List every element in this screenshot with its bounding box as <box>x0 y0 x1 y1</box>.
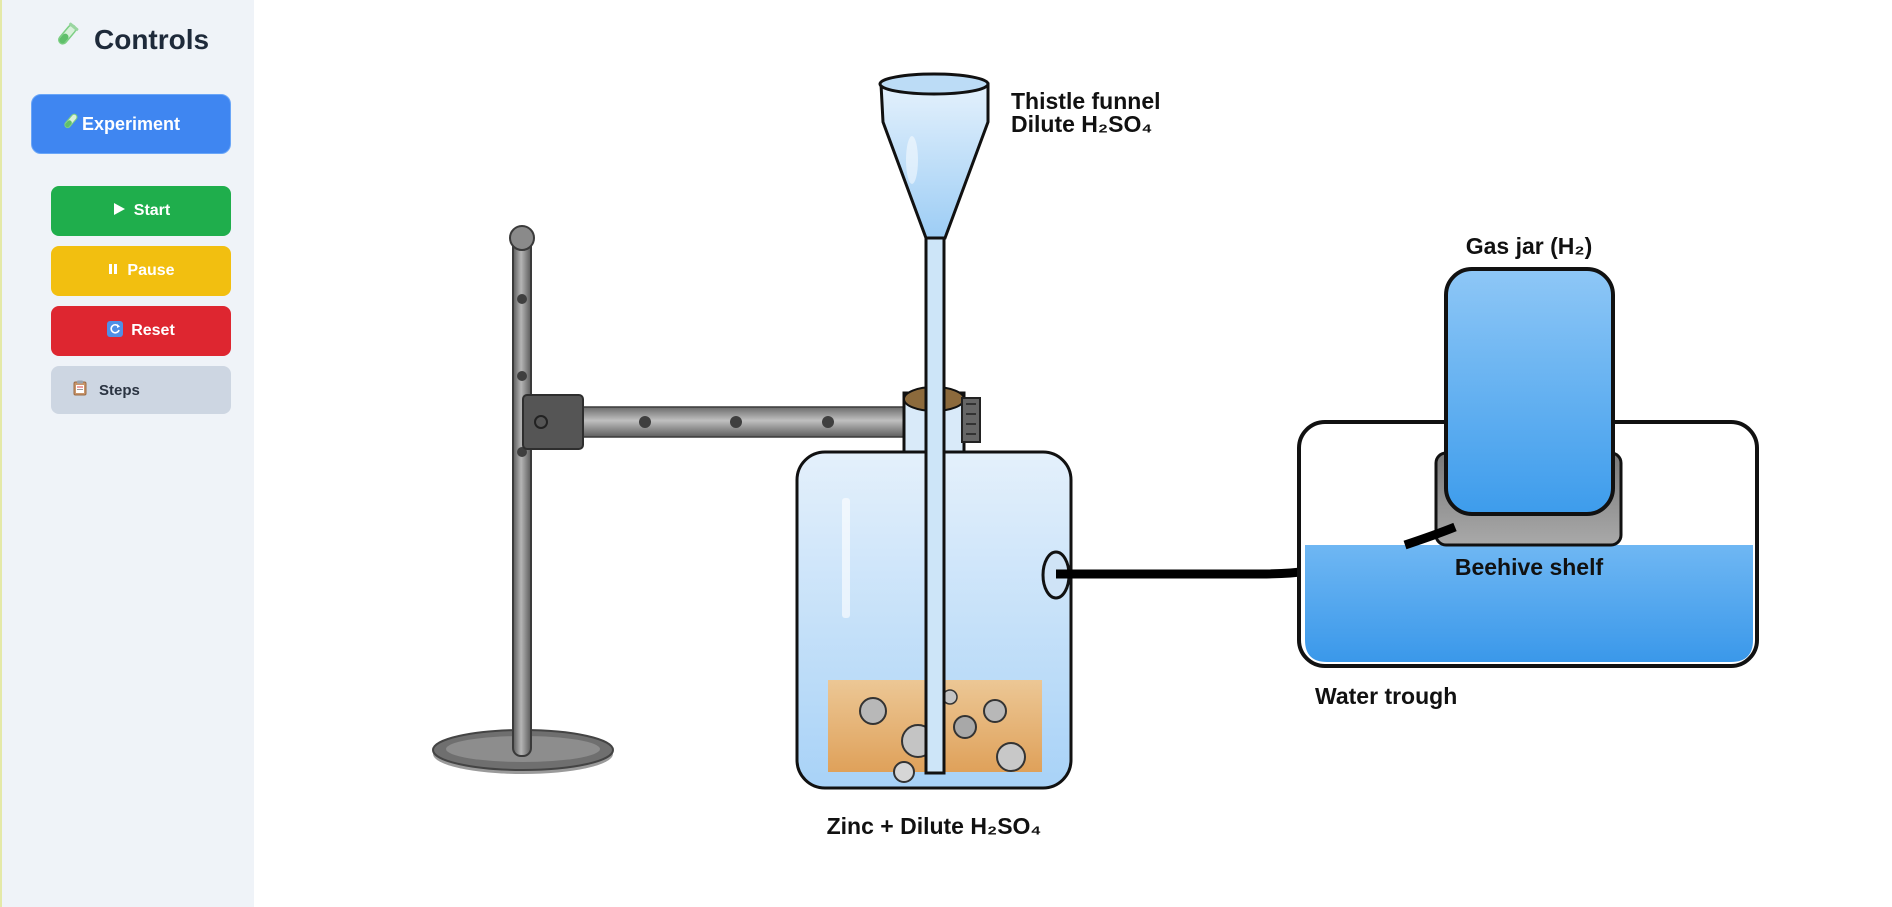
funnel-label: Thistle funnel <box>1011 88 1161 114</box>
refresh-icon <box>107 320 124 342</box>
thistle-funnel <box>878 72 990 775</box>
pause-button-label: Pause <box>127 262 175 279</box>
funnel-cone <box>879 82 990 240</box>
trough-water <box>1305 545 1753 662</box>
water-trough-label: Water trough <box>1315 683 1457 709</box>
test-tube-icon <box>60 112 80 137</box>
flask-label: Zinc + Dilute H₂SO₄ <box>827 813 1042 839</box>
start-button-label: Start <box>133 202 171 219</box>
zinc-granule <box>996 742 1026 772</box>
gas-jar-label: Gas jar (H₂) <box>1466 233 1593 259</box>
sidebar-header: Controls <box>52 22 209 57</box>
gas-jar <box>1444 267 1615 516</box>
boss-head <box>522 394 584 450</box>
zinc-granule <box>893 761 915 783</box>
retort-stand <box>432 225 911 774</box>
pause-button[interactable]: Pause <box>51 246 231 296</box>
beehive-shelf-label: Beehive shelf <box>1455 554 1604 580</box>
experiment-button[interactable]: Experiment <box>31 94 231 154</box>
start-button[interactable]: Start <box>51 186 231 236</box>
funnel-stem <box>924 236 946 775</box>
experiment-button-label: Experiment <box>81 113 181 134</box>
pause-icon <box>107 262 119 281</box>
clamp-arm <box>579 406 911 438</box>
clipboard-icon <box>73 380 87 400</box>
controls-sidebar: Controls Experiment Start Pause Reset St… <box>0 0 254 907</box>
zinc-granule <box>953 715 977 739</box>
sidebar-title: Controls <box>94 23 210 55</box>
play-icon <box>112 202 126 221</box>
test-tube-icon <box>52 22 80 57</box>
steps-button-label: Steps <box>99 381 140 399</box>
zinc-granule <box>859 697 887 725</box>
reset-button[interactable]: Reset <box>51 306 231 356</box>
stand-rod <box>512 235 532 757</box>
reset-button-label: Reset <box>131 322 175 339</box>
acid-label: Dilute H₂SO₄ <box>1011 111 1152 137</box>
steps-button[interactable]: Steps <box>51 366 231 414</box>
zinc-granule <box>983 699 1007 723</box>
